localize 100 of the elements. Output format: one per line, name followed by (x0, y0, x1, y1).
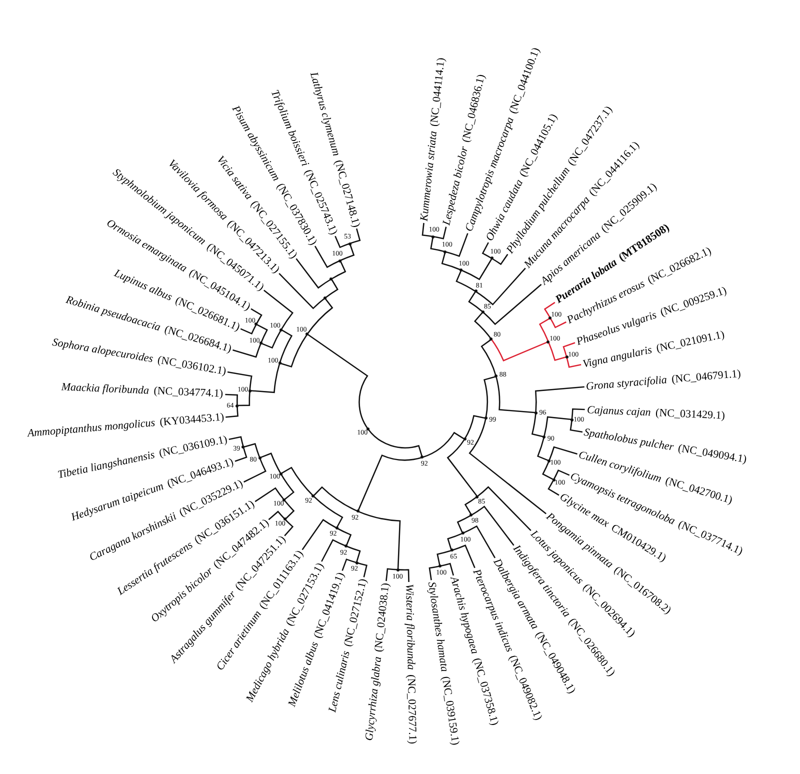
taxon-label: Wisteria floribunda (NC_027677.1) (402, 584, 420, 744)
tree-branch (296, 258, 332, 288)
branch-point (484, 416, 488, 420)
tree-branch (428, 565, 440, 580)
branch-point (335, 526, 338, 530)
tree-branch (350, 228, 361, 244)
tree-branch (264, 290, 294, 330)
tree-branch (346, 546, 361, 563)
branch-point (420, 456, 424, 459)
tree-branch (306, 298, 333, 334)
branch-point (548, 459, 551, 462)
tree-branch (432, 226, 447, 240)
taxon-label: Cajanus cajan (NC_031429.1) (586, 402, 725, 422)
tree-branch (480, 338, 497, 377)
tree-branch (482, 242, 492, 260)
tree-branch (475, 268, 526, 306)
branch-point (481, 310, 484, 314)
branch-point (490, 256, 494, 260)
tree-branch (312, 486, 358, 512)
branch-point (565, 355, 568, 358)
tree-branch (259, 452, 282, 474)
tree-branch (553, 470, 570, 480)
branch-point (476, 495, 479, 498)
branch-point (280, 328, 283, 332)
tree-branch (548, 446, 578, 462)
tree-branch (542, 460, 554, 480)
tree-branch (543, 416, 572, 438)
branch-point (444, 250, 447, 254)
tree-branch (537, 436, 550, 462)
tree-branch (447, 532, 463, 551)
tree-branch (260, 329, 282, 348)
tree-branch (570, 419, 583, 433)
tree-branch (440, 562, 454, 576)
tree-branch (492, 254, 508, 265)
tree-branch (243, 443, 260, 458)
tree-branch (562, 342, 576, 358)
tree-branch (550, 318, 566, 328)
tree-branch (436, 550, 452, 566)
branch-point (460, 268, 463, 272)
tree-branch (464, 415, 486, 440)
tree-branch (532, 412, 544, 438)
tree-branch (226, 405, 238, 418)
tree-branch (244, 458, 266, 483)
tree-branch (447, 438, 478, 497)
branch-point (236, 404, 239, 407)
tree-branch (490, 338, 549, 362)
tree-branch (240, 324, 257, 334)
branch-point (470, 514, 473, 517)
branch-point (284, 518, 287, 521)
taxon-label: Maackia floribunda (NC_034774.1) (61, 380, 224, 402)
tree-branch (386, 568, 398, 582)
branch-point (242, 446, 245, 449)
branch-point (546, 340, 550, 344)
branch-point (463, 438, 466, 441)
tree-branch (336, 527, 352, 546)
branch-point (338, 259, 342, 262)
tree-branch (284, 499, 294, 520)
tree-branch (495, 376, 536, 414)
tree-branch (464, 496, 478, 516)
tree-branch (566, 356, 582, 368)
tree-branch (324, 278, 338, 299)
tree-branch (398, 569, 410, 582)
tree-branch (314, 246, 340, 268)
branch-point (323, 296, 326, 300)
tree-branch (321, 539, 346, 562)
tree-branch (468, 291, 484, 312)
tree-branch (237, 390, 250, 406)
tree-branch (268, 510, 286, 520)
branch-point (494, 374, 498, 378)
tree-branch (280, 473, 294, 500)
tree-branch (331, 260, 346, 280)
branch-point (312, 494, 315, 498)
tree-branch (356, 562, 368, 578)
branch-point (490, 338, 493, 341)
tree-branch (544, 302, 556, 318)
tree-branch (422, 432, 465, 458)
tree-branch (306, 334, 369, 430)
branch-point (348, 242, 352, 246)
branch-point (431, 235, 434, 238)
tree-branch (462, 526, 496, 558)
tree-branch (548, 341, 567, 361)
tree-branch (227, 371, 252, 391)
tree-branch (334, 236, 350, 248)
branch-point (570, 418, 574, 422)
tree-branch (256, 324, 268, 344)
tree-branch (535, 386, 584, 413)
branch-point (344, 544, 348, 548)
branch-point (306, 332, 309, 336)
tree-branch (474, 312, 492, 340)
branch-point (438, 564, 442, 568)
branch-point (259, 342, 262, 345)
tree-branch (254, 487, 285, 502)
tree-branch (284, 518, 294, 536)
tree-branch (539, 318, 551, 342)
tree-branch (228, 436, 244, 448)
tree-branch (471, 506, 514, 546)
tree-branch (461, 258, 492, 280)
branch-point (254, 322, 258, 326)
branch-point (396, 568, 400, 572)
tree-branch (279, 329, 292, 364)
